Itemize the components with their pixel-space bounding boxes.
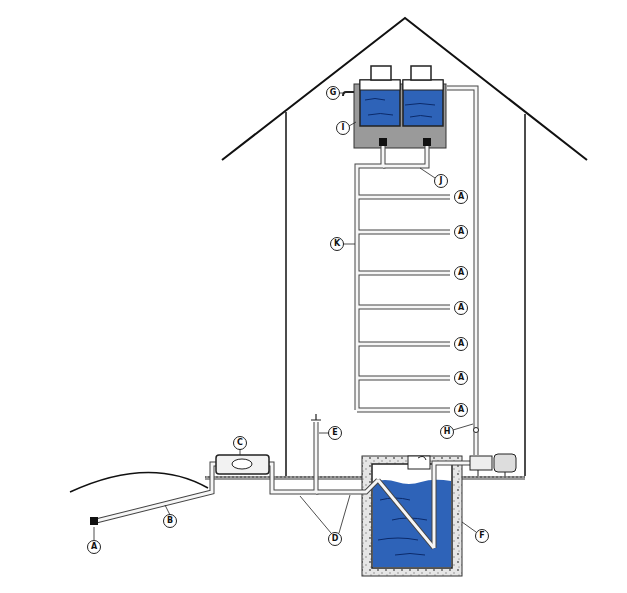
callout-letter: K [330,238,344,250]
callout-letter: H [440,426,454,438]
callout-letter: A [454,302,468,314]
callout-letter: B [163,515,177,527]
callout-letter: A [454,267,468,279]
callout-letter: F [475,530,489,542]
callout-letter: A [87,541,101,553]
callout-letter: G [326,87,340,99]
callout-letter: A [454,372,468,384]
callout-letter: D [328,533,342,545]
callout-letter: I [336,122,350,134]
callout-letter: A [454,226,468,238]
callout-letter: A [454,338,468,350]
callout-letter: A [454,191,468,203]
callout-letter: C [233,437,247,449]
callout-letter: A [454,404,468,416]
callout-letter: E [328,427,342,439]
callout-letter: J [434,175,448,187]
